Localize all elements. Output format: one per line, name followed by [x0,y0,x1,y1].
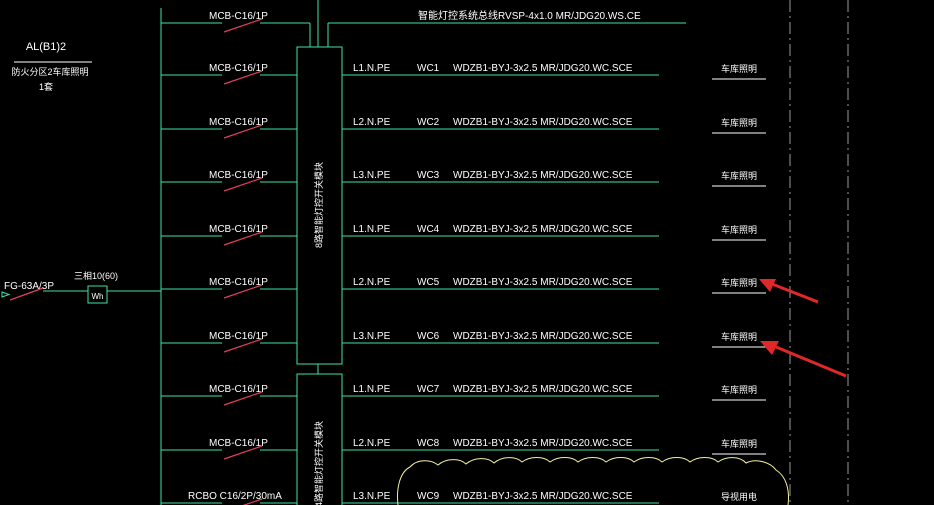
circuit-cable-label: WDZB1-BYJ-3x2.5 MR/JDG20.WC.SCE [453,170,633,181]
control-bus-cable-label: 智能灯控系统总线RVSP-4x1.0 MR/JDG20.WS.CE [418,9,641,22]
circuit-phase-label: L1.N.PE [353,224,391,235]
circuit-id-label: WC1 [417,63,440,74]
circuit-cable-label: WDZB1-BYJ-3x2.5 MR/JDG20.WC.SCE [453,117,633,128]
circuit-id-label: WC5 [417,277,440,288]
circuit-breaker-contact [223,284,263,299]
circuit-row: RCBO C16/2P/30mA L3.N.PE WC9 WDZB1-BYJ-3x2.… [161,491,757,505]
circuit-id-label: WC6 [417,331,440,342]
panel-id: AL(B1)2 [26,41,66,53]
circuit-id-label: WC7 [417,384,440,395]
incoming-breaker-label: FG-63A/3P [4,281,54,292]
circuit-phase-label: L2.N.PE [353,117,391,128]
circuit-breaker-label: MCB-C16/1P [209,170,268,181]
circuit-breaker-label: RCBO C16/2P/30mA [188,491,282,502]
circuit-id-label: WC2 [417,117,440,128]
energy-meter-box [87,285,108,304]
circuit-cable-label: WDZB1-BYJ-3x2.5 MR/JDG20.WC.SCE [453,384,633,395]
phase-label: 三相10(60) [74,270,118,281]
circuit-cable-label: WDZB1-BYJ-3x2.5 MR/JDG20.WC.SCE [453,277,633,288]
revision-cloud [397,457,789,505]
circuit-row: MCB-C16/1P L3.N.PE WC3 WDZB1-BYJ-3x2.5 MR/J… [161,170,766,192]
circuit-load-label: 车库照明 [721,117,757,128]
circuit-id-label: WC4 [417,224,440,235]
panel-qty: 1套 [39,81,53,92]
circuit-phase-label: L1.N.PE [353,63,391,74]
circuit-load-label: 车库照明 [721,438,757,449]
module-8-channel-label: 8路智能灯控开关模块 [313,162,324,248]
panel-title-block: AL(B1)2 防火分区2车库照明 1套 [11,41,92,92]
annotation-arrow-2-shaft [775,345,847,378]
incoming-breaker-contact [9,287,44,301]
circuit-id-label: WC8 [417,438,440,449]
circuit-row: MCB-C16/1P L2.N.PE WC2 WDZB1-BYJ-3x2.5 MR/J… [161,117,766,139]
circuit-load-label: 车库照明 [721,384,757,395]
circuit-breaker-label: MCB-C16/1P [209,224,268,235]
circuit-cable-label: WDZB1-BYJ-3x2.5 MR/JDG20.WC.SCE [453,224,633,235]
circuit-phase-label: L2.N.PE [353,277,391,288]
circuit-breaker-contact [223,70,263,85]
circuit-row: MCB-C16/1P L2.N.PE WC5 WDZB1-BYJ-3x2.5 MR/J… [161,277,766,299]
circuit-id-label: WC3 [417,170,440,181]
circuit-cable-label: WDZB1-BYJ-3x2.5 MR/JDG20.WC.SCE [453,331,633,342]
energy-meter-label: Wh [92,292,104,301]
panel-name: 防火分区2车库照明 [11,66,88,77]
circuit-breaker-contact [223,231,263,246]
circuit-load-label: 车库照明 [721,170,757,181]
incoming-feeder: FG-63A/3P 三相10(60) Wh [1,270,161,304]
circuit-breaker-label: MCB-C16/1P [209,63,268,74]
circuit-breaker-label: MCB-C16/1P [209,438,268,449]
circuit-id-label: WC9 [417,491,440,502]
circuit-phase-label: L3.N.PE [353,491,391,502]
circuit-row: MCB-C16/1P L3.N.PE WC6 WDZB1-BYJ-3x2.5 MR/J… [161,331,766,353]
circuit-breaker-contact [223,391,263,406]
circuit-cable-label: WDZB1-BYJ-3x2.5 MR/JDG20.WC.SCE [453,63,633,74]
circuit-cable-label: WDZB1-BYJ-3x2.5 MR/JDG20.WC.SCE [453,491,633,502]
circuit-breaker-contact [223,445,263,460]
control-bus-breaker-label: MCB-C16/1P [209,11,268,22]
annotation-arrow-1-shaft [771,282,819,304]
incoming-arrow-icon [1,291,11,298]
annotation-arrows [759,279,847,378]
circuit-phase-label: L2.N.PE [353,438,391,449]
circuit-breaker-label: MCB-C16/1P [209,384,268,395]
control-bus-branch: MCB-C16/1P 智能灯控系统总线RVSP-4x1.0 MR/JDG20.W… [161,0,686,47]
circuit-breaker-contact [223,124,263,139]
circuit-phase-label: L3.N.PE [353,170,391,181]
circuit-breaker-label: MCB-C16/1P [209,331,268,342]
annotation-arrow-2-head-icon [760,341,779,355]
circuit-breaker-contact [242,498,263,505]
control-bus-breaker-contact [223,18,263,33]
circuit-phase-label: L1.N.PE [353,384,391,395]
annotation-arrow-1-head-icon [759,279,776,292]
circuit-load-label: 车库照明 [721,224,757,235]
circuit-load-label: 导视用电 [721,491,757,502]
circuit-row: MCB-C16/1P L2.N.PE WC8 WDZB1-BYJ-3x2.5 MR/J… [161,438,766,460]
circuit-breaker-label: MCB-C16/1P [209,277,268,288]
circuit-breaker-contact [223,177,263,192]
circuit-load-label: 车库照明 [721,331,757,342]
module-8-channel [296,46,343,365]
circuit-load-label: 车库照明 [721,63,757,74]
module-4-channel-label: 4路智能灯控开关模块 [313,421,324,505]
circuit-cable-label: WDZB1-BYJ-3x2.5 MR/JDG20.WC.SCE [453,438,633,449]
circuit-breaker-label: MCB-C16/1P [209,117,268,128]
smart-lighting-modules: 8路智能灯控开关模块 4路智能灯控开关模块 [296,46,343,505]
module-4-channel [296,373,343,505]
circuit-row: MCB-C16/1P L1.N.PE WC1 WDZB1-BYJ-3x2.5 MR/J… [161,63,766,85]
circuit-row: MCB-C16/1P L1.N.PE WC7 WDZB1-BYJ-3x2.5 MR/J… [161,384,766,406]
circuit-load-label: 车库照明 [721,277,757,288]
circuit-breaker-contact [223,338,263,353]
circuit-phase-label: L3.N.PE [353,331,391,342]
circuit-row: MCB-C16/1P L1.N.PE WC4 WDZB1-BYJ-3x2.5 MR/J… [161,224,766,246]
